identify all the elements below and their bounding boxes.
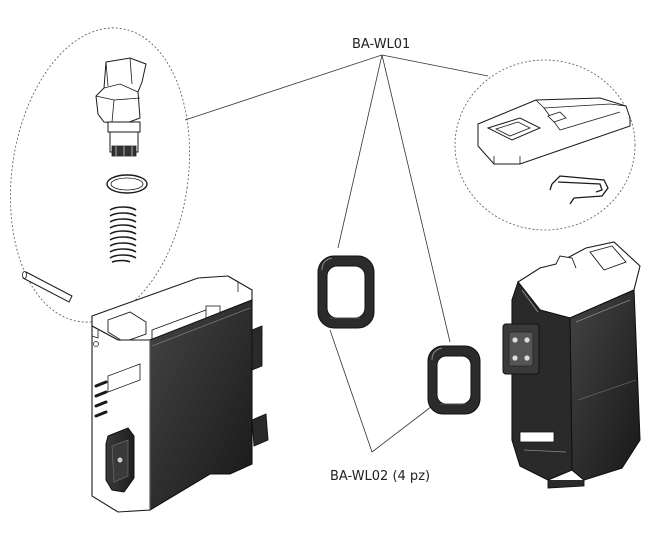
latch-knob [95,57,147,157]
gasket-lower [427,345,481,415]
leader-lines [184,54,489,453]
gasket-upper [317,255,375,329]
callout-ba-wl02: BA-WL02 (4 pz) [330,469,431,484]
housing-left [91,275,269,513]
detail-circle-right [454,59,636,231]
pin [22,271,73,303]
cover-lid [477,97,631,165]
spring [109,206,137,263]
detail-circle-left [10,27,190,323]
housing-right [502,241,641,489]
callout-ba-wl01: BA-WL01 [352,37,411,52]
wire-clip [549,175,609,205]
o-ring [106,174,148,194]
